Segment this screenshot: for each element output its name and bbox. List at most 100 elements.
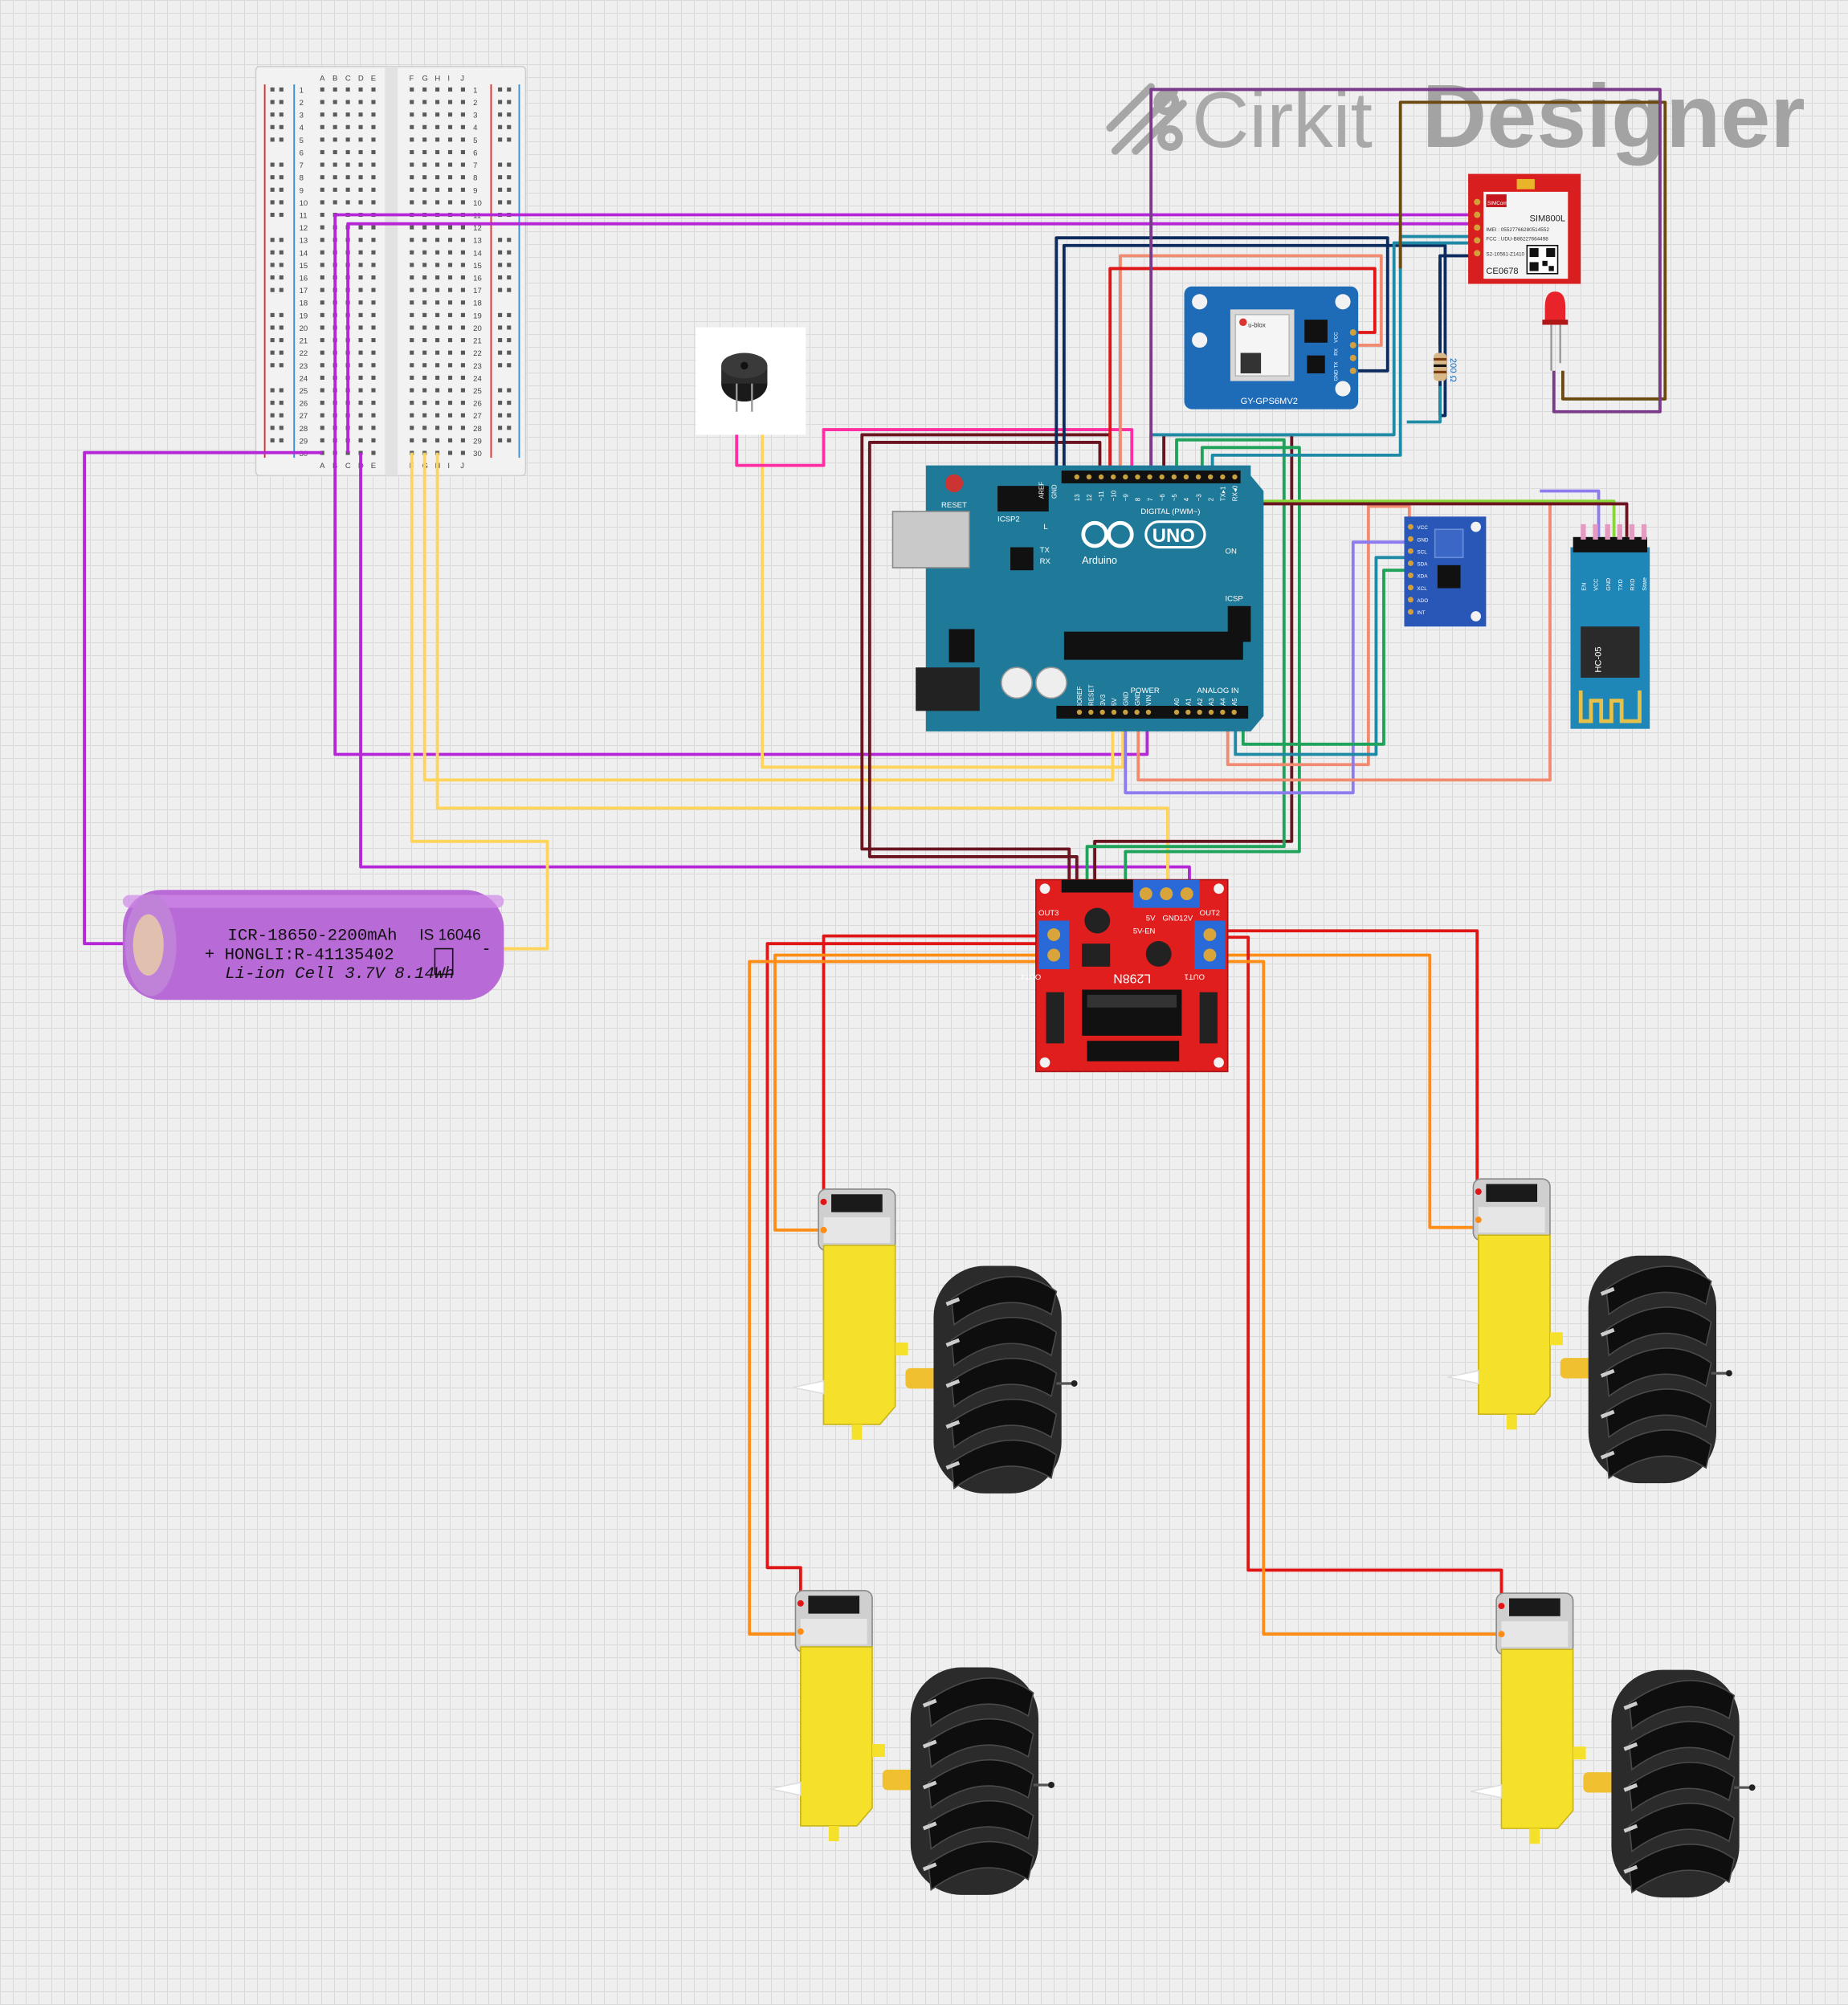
arduino-pin-label: A3 [1208,698,1215,706]
sim800l-sn: S2-10561-Z1410 [1486,251,1524,257]
hc05-pin [1617,524,1622,540]
mpu6050-pin [1407,536,1414,542]
battery-line3: Li-ion Cell 3.7V 8.14Wh [225,965,455,984]
li-ion-battery: ICR-18650-2200mAh + HONGLI:R-41135402 Li… [122,890,504,1000]
arduino-pin-label: GND [1134,691,1141,706]
breadboard-row-number: 4 [473,124,478,132]
sim800l-brand: SIMCom [1487,201,1507,206]
wire-sim-loop [1149,88,1662,474]
mecanum-wheel-icon [933,1265,1078,1494]
breadboard-row-number: 6 [300,149,304,157]
mpu6050-pin-label: XCL [1417,586,1427,592]
breadboard-row-number: 15 [300,262,308,271]
arduino-pin-label: 13 [1074,494,1081,501]
motor-rear-right [1471,1592,1756,1898]
mecanum-wheel-icon [910,1667,1055,1895]
breadboard-column-letter: J [460,74,464,83]
wire-motor-rr-red [1225,935,1503,1607]
arduino-digital-pin [1232,474,1238,480]
arduino-power-pin [1088,709,1094,715]
sim800l-imei: IMEI : 05527766280514552 [1486,227,1549,233]
arduino-pin-label: A5 [1231,698,1238,706]
wire-breadboard-to-sim-vcc [333,213,1478,453]
motors [769,1178,1756,1898]
breadboard-row-number: 29 [300,437,308,446]
breadboard-row-number: 10 [300,199,308,208]
gps-pin-label: RX [1334,348,1340,356]
arduino-digital-pin [1098,474,1104,480]
breadboard-row-number: 5 [300,137,304,145]
arduino-analog-pin [1197,709,1202,715]
breadboard-row-number: 23 [300,362,308,371]
arduino-pin-label: RX◂0 [1232,485,1239,501]
wire-motor-rl-orange [748,960,1042,1636]
wire-buzzer-signal [735,409,1134,474]
breadboard-row-number: 13 [300,237,308,246]
breadboard-column-letter: D [358,74,364,83]
breadboard-row-number: 18 [473,300,482,308]
arduino-pin-label: ~9 [1122,494,1129,502]
breadboard-column-letter: I [447,462,450,471]
breadboard-column-letter: F [410,74,414,83]
breadboard-row-number: 3 [300,112,304,120]
arduino-power-pin [1145,709,1152,715]
mpu6050-pin-label: GND [1417,537,1429,543]
arduino-led-tx-label: TX [1040,546,1050,555]
mpu6050-pin [1407,597,1414,603]
breadboard-row-number: 24 [300,374,308,383]
wire-l298n-in3 [1093,433,1294,893]
arduino-pin-label: IOREF [1076,687,1083,706]
arduino-digital-pin [1183,474,1189,480]
arduino-digital-pin [1123,474,1128,480]
arduino-brand-label: Arduino [1082,554,1117,566]
hc05-pin [1593,524,1598,540]
hc05-pin-label: State [1642,577,1648,591]
breadboard-column-letter: C [345,462,351,471]
arduino-pin-label: 7 [1147,497,1154,501]
arduino-analog-pin [1231,709,1237,715]
wire-battery-negative [410,452,549,951]
wire-mpu-gnd [1124,540,1409,795]
wire-motor-rl-red [765,942,1042,1604]
arduino-analog-pin [1220,709,1226,715]
wire-battery-positive [83,450,323,946]
wire-breadboard-to-arduino-vin [333,452,1149,756]
breadboard-column-letter: E [371,74,376,83]
breadboard-row-number: 13 [473,237,482,246]
arduino-digital-pin [1208,474,1214,480]
sim800l-ce: CE0678 [1486,267,1518,276]
hc05-pin-label: EN [1581,583,1588,591]
breadboard-row-number: 10 [473,199,482,208]
breadboard-row-number: 12 [300,224,308,233]
arduino-uno-logo: UNO [1152,525,1195,547]
arduino-power-pin [1134,709,1140,715]
arduino-digital-pin [1135,474,1140,480]
breadboard-row-number: 19 [300,312,308,320]
qr-code-icon [1526,244,1559,275]
arduino-pin-label: TX▸1 [1220,486,1227,501]
arduino-pin-label: A4 [1220,698,1227,706]
arduino-pin-label: ~11 [1098,491,1105,501]
arduino-digital-pin [1074,474,1079,480]
breadboard-column-letter: B [332,74,337,83]
breadboard-column-letter: J [460,462,464,471]
arduino-pin-label: A0 [1173,698,1181,706]
l298n-enable-label: 5V-EN [1133,927,1156,935]
gps-module-label: GY-GPS6MV2 [1241,397,1298,406]
breadboard-row-number: 8 [300,174,304,183]
wire-mpu-scl [1234,556,1409,756]
arduino-led-rx-label: RX [1040,557,1051,566]
wire-motor-rr-orange [1225,960,1502,1636]
breadboard-row-number: 1 [300,86,304,95]
breadboard-row-number: 6 [473,149,477,157]
wire-resistor-bottom [1406,385,1442,424]
l298n-power-pin-label: 12V [1179,915,1193,923]
breadboard-row-number: 22 [300,349,308,358]
battery-code: IS 16046 [419,927,480,943]
arduino-pin-label: 3V3 [1099,694,1107,706]
breadboard-row-number: 14 [300,249,308,258]
